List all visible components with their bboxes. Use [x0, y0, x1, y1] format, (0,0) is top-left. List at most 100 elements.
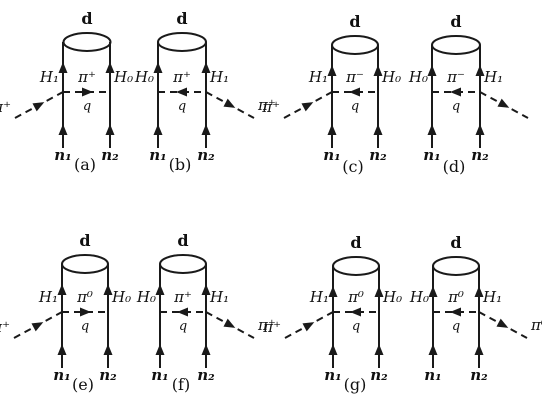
exchange-arrow — [450, 307, 461, 317]
right-lower-arrow-head — [475, 124, 485, 135]
left-upper-arrow — [428, 286, 438, 297]
exchange-momentum-label: q — [83, 99, 91, 114]
left-lower-arrow-head — [428, 344, 438, 355]
left-lower-arrow-head — [155, 344, 165, 355]
right-lower-arrow — [475, 124, 485, 135]
top-quark-label: d — [81, 9, 92, 28]
left-vertex-label: H₁ — [39, 68, 59, 86]
right-upper-arrow — [103, 284, 113, 295]
right-upper-arrow — [373, 65, 383, 76]
top-quark-label: d — [79, 231, 90, 250]
diagram-caption: (b) — [169, 155, 192, 174]
right-upper-arrow-head — [475, 65, 485, 76]
top-quark-label: d — [350, 233, 361, 252]
exchange-momentum-label: q — [352, 319, 360, 334]
meson-label: π⁺ — [77, 68, 96, 86]
exchange-arrow — [177, 307, 188, 317]
diagram-caption: (c) — [342, 157, 363, 176]
nucleon-left-label: n₁ — [324, 366, 341, 384]
external-pion-arrow — [223, 318, 236, 328]
left-upper-arrow-head — [328, 286, 338, 297]
external-pion-label: π⁺ — [262, 318, 281, 336]
right-lower-arrow — [374, 344, 384, 355]
top-quark-label: d — [176, 9, 187, 28]
quark-loop-ellipse — [157, 32, 207, 52]
nucleon-left-label: n₁ — [424, 366, 441, 384]
left-lower-arrow — [328, 344, 338, 355]
right-upper-arrow — [475, 65, 485, 76]
right-vertex-label: H₀ — [113, 68, 133, 86]
exchange-arrow — [349, 87, 360, 97]
external-pion-arrow-head — [496, 318, 509, 328]
right-upper-arrow — [201, 62, 211, 73]
right-lower-arrow — [474, 344, 484, 355]
quark-loop-ellipse — [62, 32, 112, 52]
exchange-momentum-label: q — [351, 99, 359, 114]
meson-label: π⁰ — [76, 288, 93, 306]
left-lower-arrow-head — [57, 344, 67, 355]
right-vertex-label: H₁ — [209, 68, 229, 86]
external-pion-label: π⁺ — [0, 98, 11, 116]
nucleon-right-label: n₂ — [470, 366, 488, 384]
external-pion-arrow — [301, 102, 314, 112]
right-upper-arrow-head — [374, 286, 384, 297]
nucleon-left-label: n₁ — [151, 366, 168, 384]
external-pion-label: π⁰ — [530, 316, 542, 334]
right-lower-arrow — [103, 344, 113, 355]
nucleon-left-label: n₁ — [149, 146, 166, 164]
meson-label: π⁻ — [446, 68, 465, 86]
top-quark-label: d — [450, 12, 461, 31]
right-vertex-label: H₁ — [209, 288, 229, 306]
right-lower-arrow-head — [103, 344, 113, 355]
left-upper-arrow — [328, 286, 338, 297]
left-upper-arrow-head — [427, 65, 437, 76]
right-vertex-label: H₁ — [483, 68, 503, 86]
left-vertex-label: H₁ — [309, 288, 329, 306]
left-lower-arrow — [428, 344, 438, 355]
diagram-caption: (d) — [443, 157, 466, 176]
quark-loop-ellipse — [61, 254, 109, 274]
exchange-momentum-label: q — [452, 99, 460, 114]
meson-label: π⁰ — [447, 288, 464, 306]
right-vertex-label: H₁ — [482, 288, 502, 306]
right-vertex-label: H₀ — [111, 288, 131, 306]
exchange-arrow — [350, 307, 361, 317]
external-pion-arrow — [497, 98, 510, 108]
right-lower-arrow-head — [105, 124, 115, 135]
external-pion-label: π⁺ — [257, 316, 276, 334]
right-vertex-label: H₀ — [381, 68, 401, 86]
left-upper-arrow — [58, 62, 68, 73]
exchange-arrow-head — [450, 307, 461, 317]
left-upper-arrow — [57, 284, 67, 295]
top-quark-label: d — [349, 12, 360, 31]
diagram-caption: (f) — [172, 375, 190, 394]
nucleon-right-label: n₂ — [197, 366, 215, 384]
right-lower-arrow-head — [201, 344, 211, 355]
left-lower-arrow — [155, 344, 165, 355]
right-lower-arrow-head — [474, 344, 484, 355]
exchange-arrow — [82, 87, 93, 97]
exchange-momentum-label: q — [81, 319, 89, 334]
right-lower-arrow-head — [201, 124, 211, 135]
left-vertex-label: H₀ — [134, 68, 154, 86]
right-upper-arrow — [374, 286, 384, 297]
left-lower-arrow — [427, 124, 437, 135]
right-lower-arrow-head — [374, 344, 384, 355]
left-lower-arrow-head — [328, 344, 338, 355]
exchange-arrow-head — [450, 87, 461, 97]
exchange-arrow-head — [349, 87, 360, 97]
left-upper-arrow-head — [155, 284, 165, 295]
external-pion-arrow-head — [223, 318, 236, 328]
external-pion-arrow-head — [31, 322, 44, 332]
nucleon-right-label: n₂ — [370, 366, 388, 384]
exchange-arrow-head — [80, 307, 91, 317]
quark-loop-ellipse — [159, 254, 207, 274]
